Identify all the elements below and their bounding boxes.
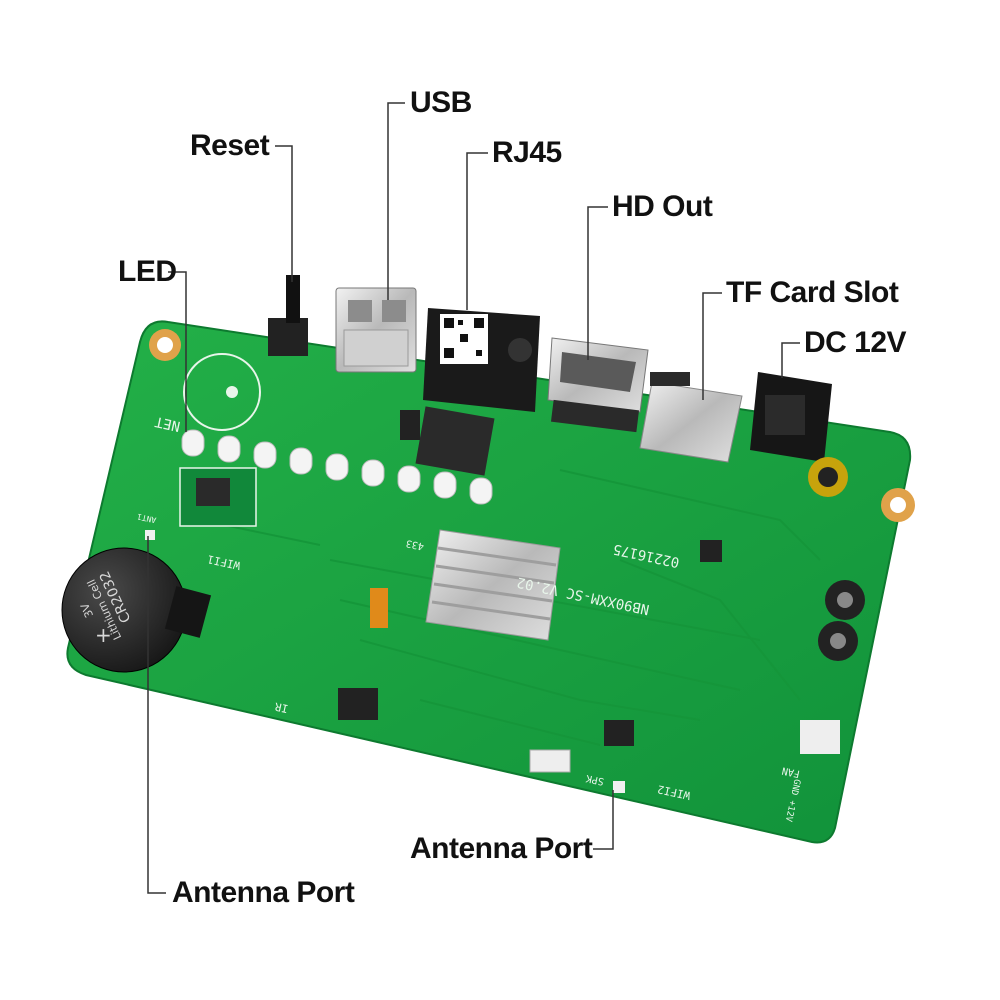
code-433-silkscreen: 433 bbox=[405, 537, 425, 552]
capacitors bbox=[808, 457, 865, 661]
leader-led bbox=[168, 271, 187, 432]
leader-reset bbox=[275, 145, 293, 282]
callout-hd-out: HD Out bbox=[612, 190, 713, 223]
leader-tf-card bbox=[702, 292, 722, 400]
net-silkscreen: NET bbox=[153, 413, 182, 434]
battery-plus-text: + bbox=[95, 623, 112, 647]
usb-port bbox=[335, 287, 417, 373]
callout-led: LED bbox=[118, 255, 177, 288]
callout-antenna-port-center: Antenna Port bbox=[410, 832, 593, 865]
heatsink bbox=[425, 529, 561, 641]
callout-tf-card-slot: TF Card Slot bbox=[726, 276, 899, 309]
callout-antenna-port-left: Antenna Port bbox=[172, 876, 355, 909]
dc-12v-jack bbox=[750, 372, 832, 462]
leader-antenna-center bbox=[593, 790, 614, 850]
speaker-connector bbox=[529, 749, 571, 773]
callout-reset: Reset bbox=[190, 129, 270, 162]
leader-dc-12v bbox=[781, 342, 800, 378]
leader-hd-out bbox=[587, 206, 608, 360]
tf-card-slot bbox=[639, 372, 743, 463]
spk-silkscreen: SPK bbox=[585, 772, 605, 787]
callout-dc-12v: DC 12V bbox=[804, 326, 907, 359]
mounting-holes bbox=[149, 329, 915, 522]
ir-silkscreen: IR bbox=[273, 700, 289, 716]
leader-antenna-left bbox=[147, 536, 166, 894]
leader-lines bbox=[147, 102, 800, 894]
callout-usb: USB bbox=[410, 86, 472, 119]
led-row bbox=[181, 429, 493, 505]
antenna-connector-left bbox=[145, 530, 155, 540]
coin-cell-battery bbox=[61, 547, 212, 673]
fan-silkscreen: FAN bbox=[781, 764, 801, 779]
antenna-connector-center bbox=[613, 781, 625, 793]
rj45-port bbox=[423, 308, 540, 412]
callout-rj45: RJ45 bbox=[492, 136, 562, 169]
ant-silkscreen: ANT1 bbox=[136, 512, 157, 525]
leader-usb bbox=[387, 102, 405, 300]
leader-rj45 bbox=[466, 152, 488, 310]
battery-voltage-text: 3V bbox=[78, 601, 96, 620]
reset-switch bbox=[268, 275, 308, 356]
hd-out-port bbox=[547, 337, 649, 433]
